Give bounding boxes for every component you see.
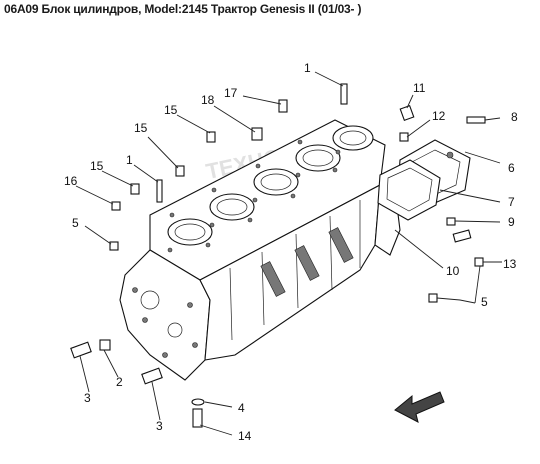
callout: 9 <box>508 215 515 229</box>
leader-lines <box>75 71 502 436</box>
small-parts <box>70 83 486 428</box>
callout: 2 <box>116 375 123 389</box>
callout: 5 <box>72 216 79 230</box>
callout: 10 <box>446 264 460 278</box>
gasket <box>377 159 441 221</box>
callout: 6 <box>508 161 515 175</box>
callout: 15 <box>164 103 178 117</box>
callout: 15 <box>134 121 148 135</box>
callout: 7 <box>508 195 515 209</box>
callout: 1 <box>304 61 311 75</box>
direction-arrow-icon <box>394 391 445 423</box>
callout: 15 <box>90 159 104 173</box>
callout: 14 <box>238 429 252 443</box>
callout: 11 <box>413 81 426 95</box>
callout: 4 <box>238 401 245 415</box>
callout-labels: 1 11 17 18 15 12 8 15 1 15 16 6 7 9 5 13… <box>64 61 518 443</box>
callout: 17 <box>224 86 238 100</box>
callout: 18 <box>201 93 215 107</box>
callout: 3 <box>156 419 163 433</box>
callout: 8 <box>511 110 518 124</box>
callout: 16 <box>64 174 78 188</box>
cylinder-block <box>119 119 401 381</box>
callout: 13 <box>503 257 517 271</box>
callout: 3 <box>84 391 91 405</box>
callout: 12 <box>432 109 446 123</box>
callout: 1 <box>126 153 133 167</box>
page-title: 06A09 Блок цилиндров, Model:2145 Трактор… <box>4 2 362 16</box>
callout: 5 <box>481 295 488 309</box>
